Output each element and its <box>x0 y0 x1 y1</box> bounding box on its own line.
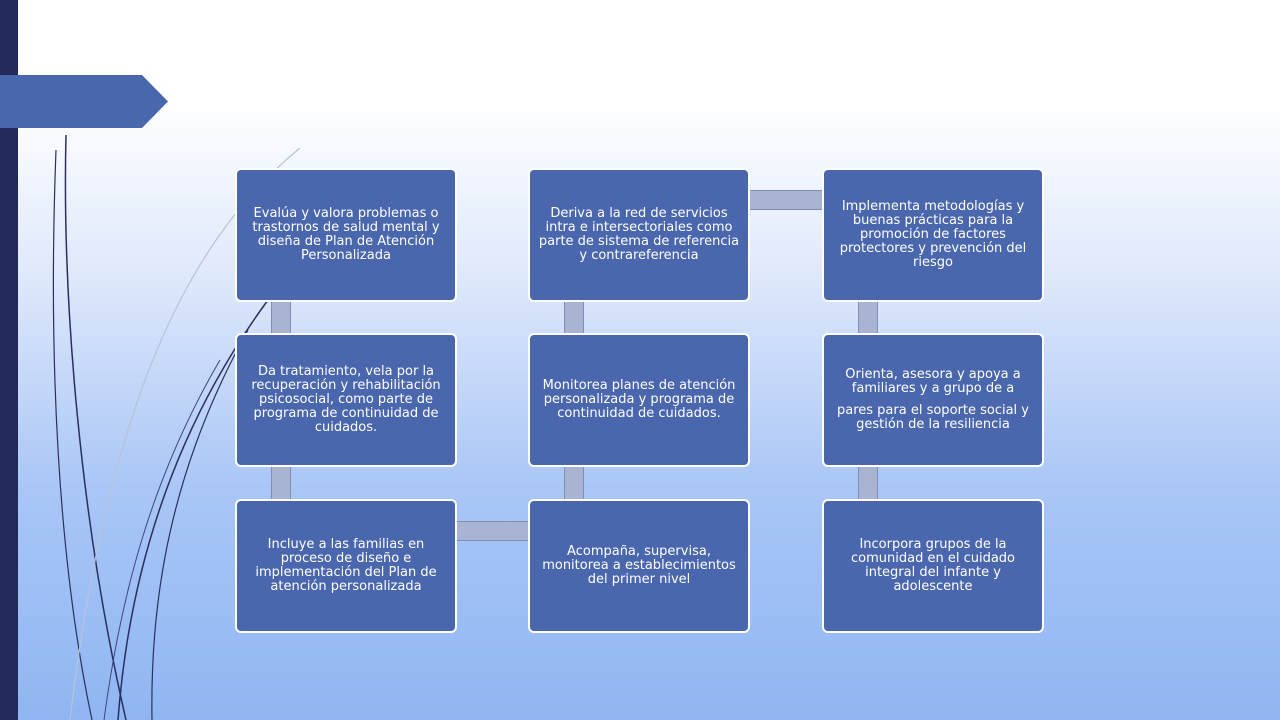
step-deriva-text: Deriva a la red de servicios intra e int… <box>538 205 740 264</box>
step-acompana-text: Acompaña, supervisa, monitorea a estable… <box>542 543 736 588</box>
step-tratamiento: Da tratamiento, vela por la recuperación… <box>235 333 457 467</box>
connector-col3-bottom <box>858 463 878 501</box>
connector-col1-col2-bottom <box>456 521 532 541</box>
connector-col1-top <box>271 298 291 336</box>
connector-col3-top <box>858 298 878 336</box>
connector-col1-bottom <box>271 463 291 501</box>
step-incorpora-text: Incorpora grupos de la comunidad en el c… <box>851 536 1015 595</box>
step-evalua: Evalúa y valora problemas o trastornos d… <box>235 168 457 302</box>
connector-col2-col3-top <box>749 190 825 210</box>
step-implementa: Implementa metodologías y buenas práctic… <box>822 168 1044 302</box>
title-line-2: trastornos de Niños, Niñas y Adolescente… <box>274 60 924 89</box>
title-line-1: Unidades Asistencia y Control de Problem… <box>228 30 920 59</box>
step-tratamiento-text: Da tratamiento, vela por la recuperación… <box>251 363 441 436</box>
step-monitorea: Monitorea planes de atención personaliza… <box>528 333 750 467</box>
step-implementa-text: Implementa metodologías y buenas práctic… <box>839 198 1027 271</box>
left-accent-bar <box>0 0 18 720</box>
step-acompana: Acompaña, supervisa, monitorea a estable… <box>528 499 750 633</box>
page-title: Unidades Asistencia y Control de Problem… <box>228 30 1028 90</box>
step-orienta-text-1: Orienta, asesora y apoya a familiares y … <box>845 366 1021 396</box>
connector-col2-bottom <box>564 463 584 501</box>
step-deriva: Deriva a la red de servicios intra e int… <box>528 168 750 302</box>
step-monitorea-text: Monitorea planes de atención personaliza… <box>542 377 736 422</box>
step-incorpora: Incorpora grupos de la comunidad en el c… <box>822 499 1044 633</box>
step-orienta: Orienta, asesora y apoya a familiares y … <box>822 333 1044 467</box>
step-orienta-text-2: pares para el soporte social y gestión d… <box>837 403 1029 433</box>
step-evalua-text: Evalúa y valora problemas o trastornos d… <box>252 205 440 264</box>
title-arrow-tab <box>0 75 168 128</box>
step-incluye-familias-text: Incluye a las familias en proceso de dis… <box>255 536 437 595</box>
connector-col2-top <box>564 298 584 336</box>
step-incluye-familias: Incluye a las familias en proceso de dis… <box>235 499 457 633</box>
